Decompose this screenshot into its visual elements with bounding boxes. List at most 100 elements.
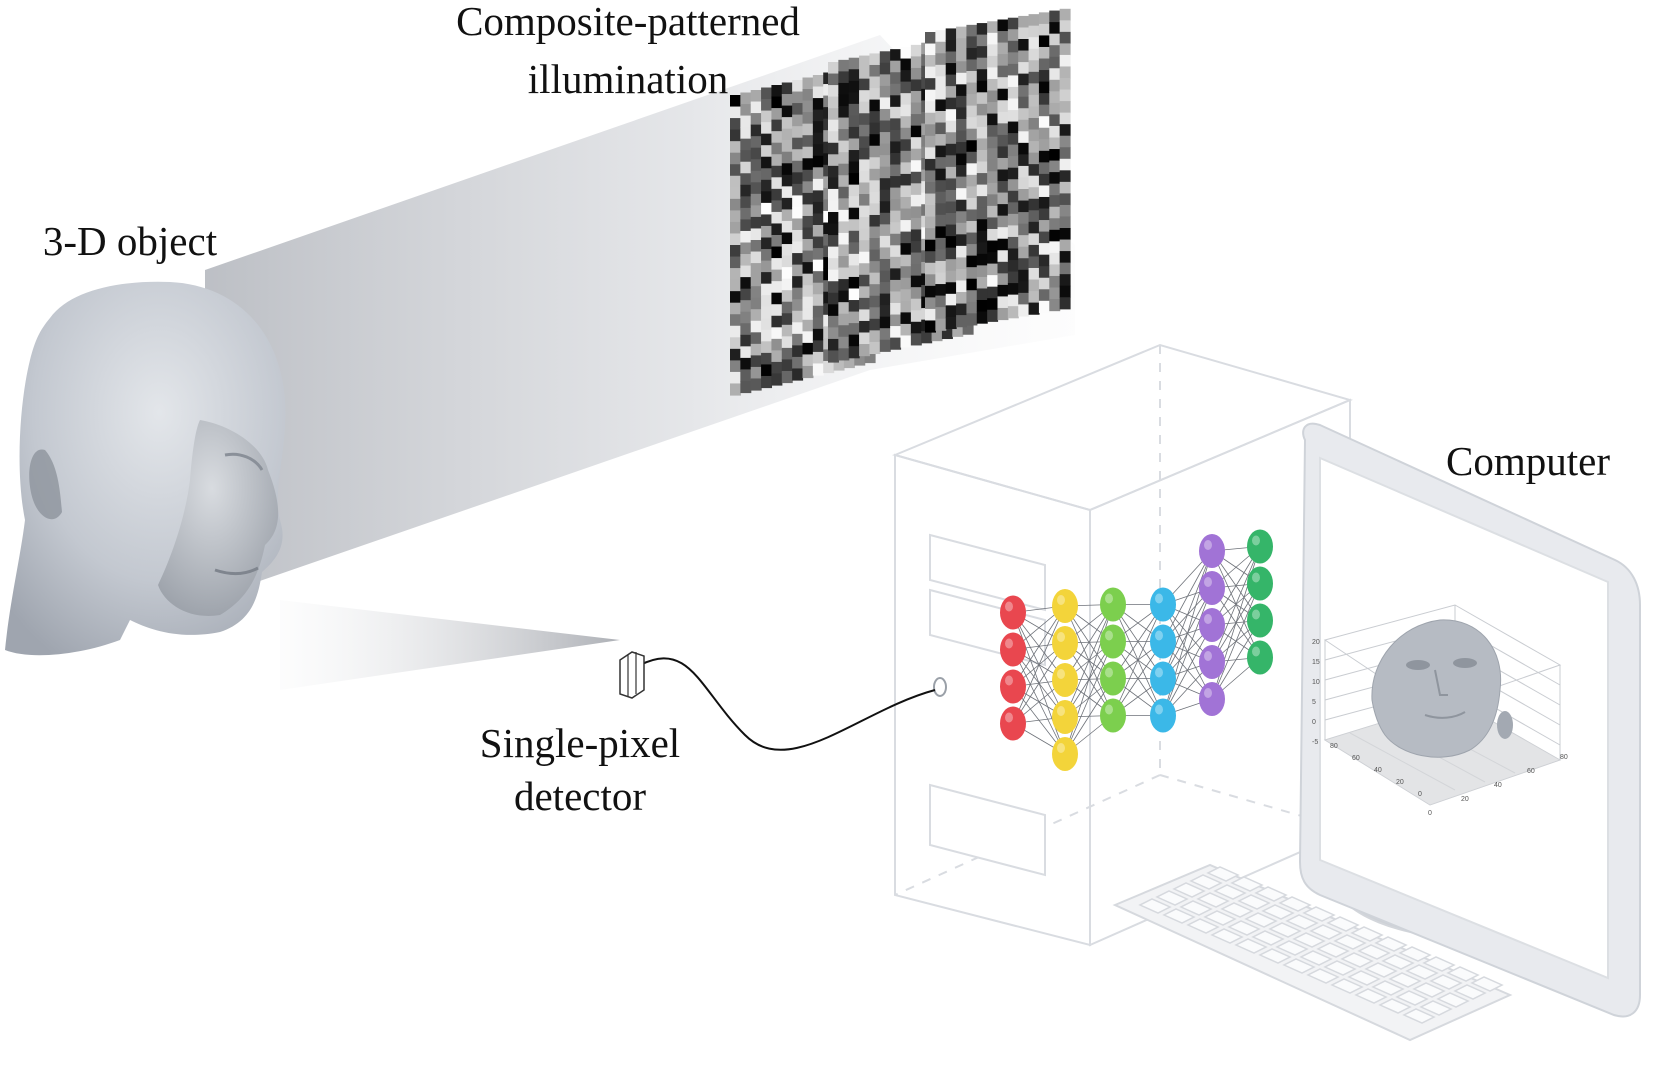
network-edge	[1012, 605, 1066, 724]
network-node-highlight	[1155, 667, 1163, 678]
keyboard-key	[1364, 962, 1398, 978]
network-node-highlight	[1252, 646, 1260, 657]
plot-x-tick: 80	[1560, 754, 1568, 761]
keyboard-key	[1398, 946, 1432, 962]
keyboard-key	[1258, 948, 1292, 964]
network-edge	[1012, 605, 1066, 687]
keyboard-key	[1316, 942, 1350, 958]
keyboard-key	[1196, 892, 1230, 908]
keyboard-key	[1234, 938, 1268, 954]
keyboard-key	[1453, 984, 1487, 1000]
network-node	[1199, 534, 1225, 568]
plot-y-tick: 80	[1330, 743, 1338, 750]
network-node	[1000, 669, 1026, 704]
network-node-highlight	[1204, 614, 1212, 624]
network-edge	[1211, 546, 1261, 663]
network-node-highlight	[1155, 593, 1163, 604]
network-node	[1247, 529, 1273, 564]
keyboard-key	[1302, 906, 1336, 922]
network-node	[1199, 645, 1225, 679]
keyboard-key	[1388, 972, 1422, 988]
network-node-highlight	[1252, 572, 1260, 583]
keyboard-key	[1323, 960, 1357, 976]
network-edge	[1162, 550, 1213, 642]
detector-label-line-1: Single-pixel	[480, 720, 680, 766]
keyboard-key	[1278, 896, 1312, 912]
keyboard-key	[1446, 966, 1480, 982]
network-node	[1000, 632, 1026, 667]
plot-y-tick: 0	[1418, 791, 1422, 798]
network-node	[1199, 571, 1225, 605]
network-node	[1000, 706, 1026, 741]
keyboard-key	[1268, 922, 1302, 938]
plot-z-tick: 10	[1312, 679, 1320, 686]
keyboard-key	[1275, 940, 1309, 956]
keyboard-key	[1203, 910, 1237, 926]
network-node-highlight	[1005, 638, 1013, 649]
network-node	[1247, 603, 1273, 638]
network-node	[1100, 587, 1126, 622]
keyboard-key	[1251, 930, 1285, 946]
keyboard-key	[1138, 898, 1172, 914]
keyboard-key	[1347, 970, 1381, 986]
neural-network-edges	[1012, 546, 1261, 755]
network-node	[1052, 663, 1078, 697]
network-node	[1052, 737, 1078, 771]
network-node-highlight	[1057, 669, 1065, 679]
network-node-highlight	[1057, 595, 1065, 605]
keyboard-key	[1186, 918, 1220, 934]
plot-x-tick: 0	[1428, 810, 1432, 817]
detector-label-line-2: detector	[514, 773, 646, 819]
plot-z-tick: 15	[1312, 659, 1320, 666]
keyboard-key	[1429, 974, 1463, 990]
network-node-highlight	[1057, 632, 1065, 642]
keyboard-key	[1285, 914, 1319, 930]
network-node	[1052, 626, 1078, 660]
network-edge	[1211, 583, 1261, 700]
network-node-highlight	[1005, 601, 1013, 612]
network-node	[1150, 661, 1176, 696]
keyboard-key	[1340, 952, 1374, 968]
plot-z-tick: 20	[1312, 639, 1320, 646]
network-node-highlight	[1005, 712, 1013, 723]
keyboard-key	[1405, 964, 1439, 980]
keyboard-key	[1244, 912, 1278, 928]
network-node	[1150, 624, 1176, 659]
keyboard-key	[1419, 1000, 1453, 1016]
keyboard-key	[1189, 874, 1223, 890]
keyboard-key	[1354, 988, 1388, 1004]
network-node	[1052, 700, 1078, 734]
keyboard-key	[1210, 928, 1244, 944]
network-node	[1150, 587, 1176, 622]
head-3d-object	[5, 281, 286, 656]
network-node	[1100, 698, 1126, 733]
network-edge	[1162, 624, 1213, 716]
keyboard-key	[1282, 958, 1316, 974]
network-node-highlight	[1105, 667, 1113, 678]
network-node-highlight	[1204, 540, 1212, 550]
keyboard-key	[1374, 936, 1408, 952]
network-node	[1247, 640, 1273, 675]
plot-z-tick: 5	[1312, 699, 1316, 706]
network-node-highlight	[1204, 651, 1212, 661]
keyboard-key	[1179, 900, 1213, 916]
plot-y-tick: 20	[1396, 779, 1404, 786]
plot-z-tick: 0	[1312, 719, 1316, 726]
network-node	[1199, 608, 1225, 642]
network-edge	[1162, 550, 1213, 679]
pattern-panel-3	[925, 8, 1071, 333]
illumination-label-line-2: illumination	[528, 56, 728, 102]
network-node	[1247, 566, 1273, 601]
network-node-highlight	[1005, 675, 1013, 686]
network-edge	[1064, 641, 1114, 755]
keyboard-key	[1261, 904, 1295, 920]
plot-x-tick: 60	[1527, 768, 1535, 775]
plot-z-tick: -5	[1312, 739, 1318, 746]
object-label: 3-D object	[43, 218, 218, 264]
network-node	[1052, 589, 1078, 623]
network-node-highlight	[1105, 630, 1113, 641]
keyboard-key	[1306, 968, 1340, 984]
network-node-highlight	[1252, 535, 1260, 546]
